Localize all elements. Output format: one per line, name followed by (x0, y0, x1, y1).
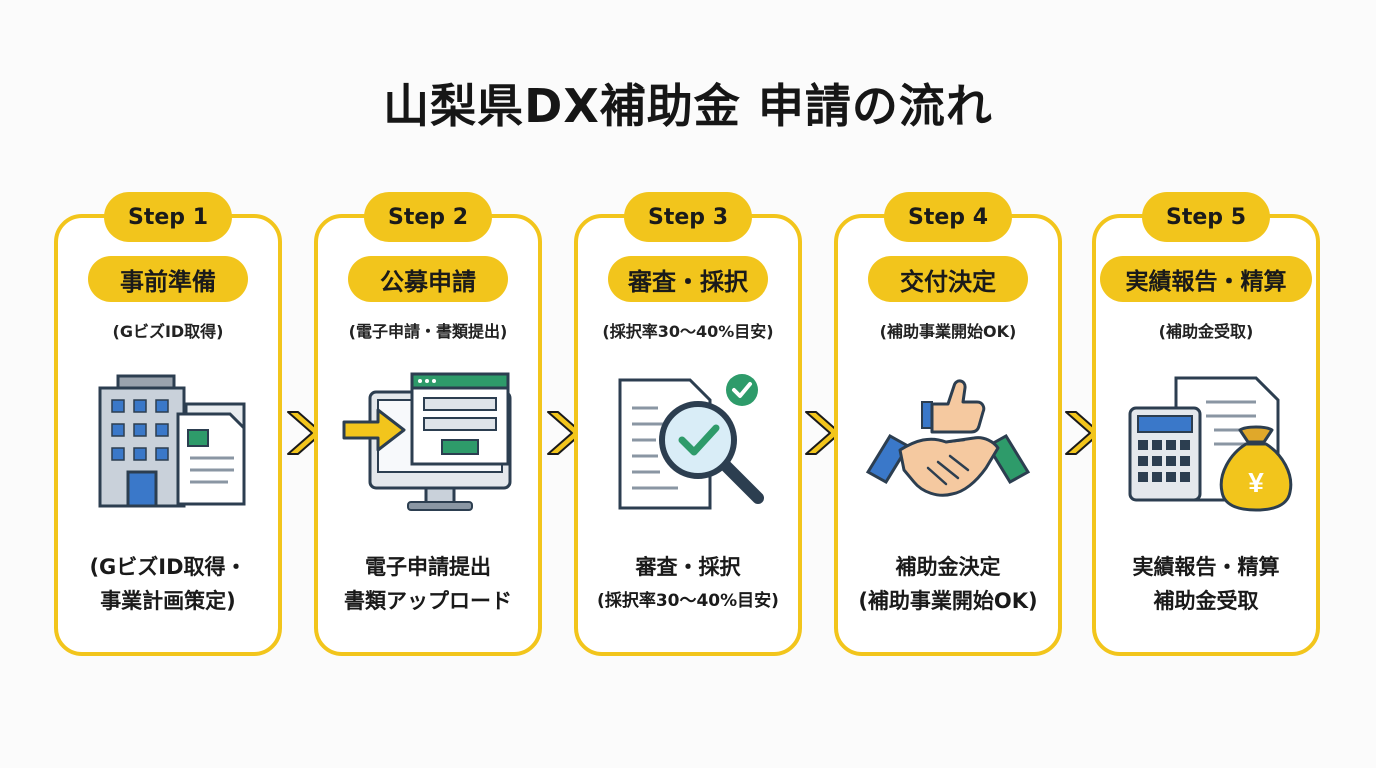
step-badge: Step 5 (1142, 192, 1270, 242)
step-subtitle: (GビズID取得) (112, 322, 224, 341)
step-description: 補助金決定 (補助事業開始OK) (838, 550, 1058, 618)
step-label: 交付決定 (868, 256, 1028, 302)
desc-line: 事業計画策定) (100, 589, 236, 613)
desc-line: 補助金決定 (895, 555, 1001, 579)
office-building-documents-icon (98, 374, 246, 508)
step-badge: Step 4 (884, 192, 1012, 242)
step-badge: Step 3 (624, 192, 752, 242)
step-label: 実績報告・精算 (1100, 256, 1312, 302)
desc-line: (GビズID取得・ (89, 555, 247, 579)
desc-line: (補助事業開始OK) (858, 589, 1038, 613)
step-description: 審査・採択 (採択率30〜40%目安) (578, 550, 798, 618)
step-card-5: Step 5 実績報告・精算 (補助金受取) ¥ 実績報告・精算 補助金受取 (1092, 192, 1320, 656)
step-badge: Step 2 (364, 192, 492, 242)
step-label: 審査・採択 (608, 256, 768, 302)
desc-line: 電子申請提出 (365, 555, 491, 579)
step-description: 実績報告・精算 補助金受取 (1096, 550, 1316, 618)
step-label: 公募申請 (348, 256, 508, 302)
handshake-thumbs-up-icon (865, 379, 1031, 497)
step-description: 電子申請提出 書類アップロード (318, 550, 538, 618)
step-card-1: Step 1 事前準備 (GビズID取得) (GビズID取得・ 事業計画策定) (54, 192, 282, 656)
desc-line: 書類アップロード (344, 589, 512, 613)
step-subtitle: (補助金受取) (1158, 322, 1254, 341)
desc-line: 審査・採択 (635, 555, 741, 579)
yen-symbol: ¥ (1248, 467, 1264, 498)
calculator-money-bag-icon: ¥ (1128, 376, 1293, 512)
step-subtitle: (補助事業開始OK) (879, 322, 1017, 341)
step-card-4: Step 4 交付決定 (補助事業開始OK) 補助金決定 (補助事業開始OK) (834, 192, 1062, 656)
step-subtitle: (電子申請・書類提出) (348, 322, 508, 341)
computer-upload-form-icon (342, 372, 512, 511)
desc-line: 実績報告・精算 (1132, 555, 1280, 579)
step-label: 事前準備 (88, 256, 248, 302)
desc-line: (採択率30〜40%目安) (597, 591, 779, 611)
step-card-2: Step 2 公募申請 (電子申請・書類提出) 電子申請提出 書類アップロード (314, 192, 542, 656)
desc-line: 補助金受取 (1153, 589, 1259, 613)
page-title: 山梨県DX補助金 申請の流れ (383, 79, 993, 133)
step-description: (GビズID取得・ 事業計画策定) (58, 550, 278, 618)
chevron-right-icon (805, 411, 841, 455)
step-card-3: Step 3 審査・採択 (採択率30〜40%目安) 審査・採択 (採択率30〜… (574, 192, 802, 656)
step-subtitle: (採択率30〜40%目安) (602, 322, 774, 341)
document-magnifier-check-icon (618, 374, 764, 510)
step-badge: Step 1 (104, 192, 232, 242)
